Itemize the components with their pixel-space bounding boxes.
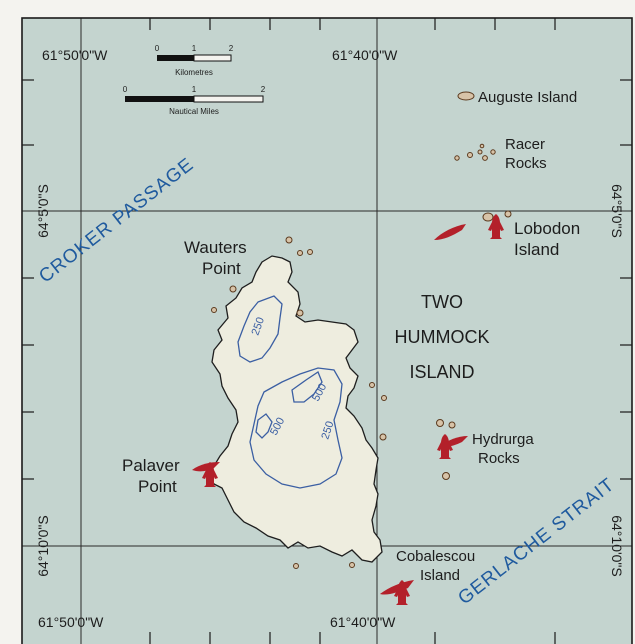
scale-nm-unit: Nautical Miles (169, 107, 219, 116)
lat-label-right-lower: 64°10'0"S (609, 515, 625, 577)
lon-label-top-center: 61°40'0"W (332, 47, 398, 63)
label-palaver-line1: Palaver (122, 456, 180, 475)
scale-km-tick-0: 0 (155, 44, 160, 53)
contour-label-250-north: 250 (250, 316, 268, 337)
scale-nm-tick-0: 0 (123, 85, 128, 94)
label-hydrurga-line2: Rocks (478, 450, 520, 467)
coastal-rocks (211, 91, 512, 569)
scale-km-unit: Kilometres (175, 68, 213, 77)
label-cobalescou-line2: Island (420, 567, 460, 584)
seal-icon (192, 224, 468, 595)
label-lobodon-line1: Lobodon (514, 219, 580, 238)
lon-label-top-left: 61°50'0"W (42, 47, 108, 63)
label-racer-line2: Rocks (505, 155, 547, 172)
lat-label-left-upper: 64°5'0"S (35, 184, 51, 238)
scale-nm-tick-2: 2 (261, 85, 266, 94)
label-wauters-line2: Point (202, 259, 241, 278)
label-island-line3: ISLAND (409, 362, 474, 382)
scale-bar-nm: 0 1 2 Nautical Miles (123, 85, 266, 116)
label-island-line1: TWO (421, 292, 463, 312)
label-hydrurga-line1: Hydrurga (472, 431, 534, 448)
lat-label-right-upper: 64°5'0"S (609, 184, 625, 238)
lat-label-left-lower: 64°10'0"S (35, 515, 51, 577)
lon-label-bottom-left: 61°50'0"W (38, 614, 104, 630)
scale-nm-tick-1: 1 (192, 85, 197, 94)
contour-label-250-south: 250 (319, 420, 336, 441)
scale-km-tick-2: 2 (229, 44, 234, 53)
label-cobalescou-line1: Cobalescou (396, 548, 475, 565)
lon-label-bottom-center: 61°40'0"W (330, 614, 396, 630)
label-auguste-island: Auguste Island (478, 89, 577, 106)
label-island-line2: HUMMOCK (395, 327, 490, 347)
contour-lines (237, 295, 343, 489)
scale-km-tick-1: 1 (192, 44, 197, 53)
map-frame (21, 17, 633, 644)
label-lobodon-line2: Island (514, 240, 559, 259)
label-racer-line1: Racer (505, 136, 545, 153)
frame-ticks (22, 18, 632, 644)
label-palaver-line2: Point (138, 477, 177, 496)
label-wauters-line1: Wauters (184, 238, 247, 257)
scale-bar-km: 0 1 2 Kilometres (155, 44, 234, 77)
two-hummock-island-land (207, 255, 383, 563)
